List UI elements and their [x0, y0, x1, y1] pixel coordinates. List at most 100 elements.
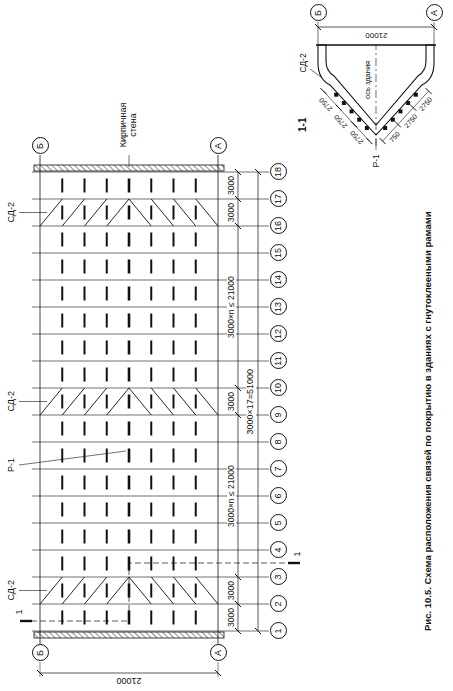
- brace-diagonal: [196, 388, 218, 415]
- purlin-section: [406, 101, 410, 105]
- dimension-text: 3000: [227, 607, 236, 628]
- section-number: 1: [15, 608, 25, 615]
- section-title: 1-1: [297, 117, 308, 133]
- dimension-tick: [395, 121, 401, 127]
- axis-mark: 12: [274, 329, 283, 339]
- brace-diagonal: [107, 199, 129, 226]
- section-number: 1: [293, 550, 303, 557]
- purlin-dash: [150, 341, 152, 355]
- purlin-section: [350, 109, 354, 113]
- purlin-dash: [195, 233, 197, 247]
- dimension-text: 21000: [115, 676, 142, 686]
- purlin-dash: [84, 260, 86, 274]
- purlin-dash: [128, 287, 131, 301]
- dimension-text: 2750: [348, 129, 366, 147]
- axis-mark: 11: [274, 356, 283, 365]
- purlin-dash: [128, 503, 131, 517]
- dimension-line: [258, 172, 259, 631]
- axis-mark: А: [214, 143, 223, 149]
- purlin-dash: [106, 395, 108, 409]
- purlin-dash: [84, 179, 86, 193]
- dimension-tick: [336, 105, 342, 111]
- dimension-text: 3000×17=51000: [246, 368, 256, 436]
- dimension-tick: [320, 88, 326, 94]
- leader-line: [19, 401, 47, 402]
- purlin-dash: [150, 206, 152, 220]
- leader-line: [310, 69, 321, 77]
- axis-bubble: 8: [270, 434, 287, 451]
- axis-bubble: 18: [270, 164, 287, 181]
- dimension-text: 3000: [227, 580, 236, 601]
- dimension-tick: [235, 628, 241, 634]
- purlin-dash: [173, 476, 175, 490]
- purlin-dash: [84, 422, 86, 436]
- purlin-dash: [61, 341, 63, 355]
- axis-mark: Б: [36, 650, 45, 656]
- frame-axis-line: [32, 550, 269, 551]
- purlin-dash: [195, 206, 197, 220]
- purlin-dash: [173, 368, 175, 382]
- axis-bubble: А: [426, 5, 443, 22]
- axis-bubble: 7: [270, 461, 287, 478]
- dimension-tick: [235, 601, 241, 607]
- purlin-dash: [106, 530, 108, 544]
- dimension-tick: [235, 223, 241, 229]
- purlin-dash: [150, 179, 152, 193]
- purlin-dash: [128, 395, 131, 409]
- axis-bubble: Б: [32, 138, 49, 155]
- axis-line: [434, 22, 435, 45]
- brace-diagonal: [107, 577, 129, 604]
- purlin-dash: [106, 314, 108, 328]
- axis-mark: 3: [274, 575, 283, 580]
- brace-diagonal: [107, 388, 129, 415]
- purlin-dash: [106, 503, 108, 517]
- section-mark: [288, 562, 300, 564]
- section-mark: [20, 620, 32, 622]
- brace-mark: СД-2: [299, 52, 308, 73]
- axis-mark: А: [214, 650, 223, 656]
- dimension-text: 3000: [227, 175, 236, 196]
- purlin-section: [365, 126, 369, 130]
- purlin-dash: [61, 449, 63, 463]
- purlin-dash: [106, 476, 108, 490]
- purlin-dash: [106, 179, 108, 193]
- axis-mark: 10: [274, 383, 283, 393]
- dimension-text: 2750: [417, 95, 435, 113]
- purlin-section: [357, 118, 361, 122]
- purlin-dash: [106, 368, 108, 382]
- purlin-dash: [128, 422, 131, 436]
- axis-mark: Б: [36, 143, 45, 149]
- frame-axis-line: [32, 253, 269, 254]
- purlin-dash: [61, 287, 63, 301]
- purlin-dash: [150, 233, 152, 247]
- brace-mark: СД-2: [7, 390, 17, 412]
- purlin-dash: [150, 260, 152, 274]
- brace-diagonal: [62, 388, 84, 415]
- axis-bubble: 10: [270, 380, 287, 397]
- purlin-dash: [106, 206, 108, 220]
- leader-line: [376, 139, 377, 150]
- dimension-tick: [235, 169, 241, 175]
- axis-mark: 2: [274, 602, 283, 607]
- section-cut-line: [22, 563, 298, 621]
- purlin-dash: [61, 611, 63, 625]
- axis-bubble: 4: [270, 542, 287, 559]
- purlin-dash: [173, 314, 175, 328]
- purlin-dash: [128, 530, 131, 544]
- dimension-tick: [431, 24, 437, 30]
- axis-mark: 18: [274, 167, 283, 177]
- dimension-tick: [235, 385, 241, 391]
- axis-line: [318, 22, 319, 45]
- purlin-dash: [173, 530, 175, 544]
- axis-bubble: Б: [310, 5, 327, 22]
- purlin-dash: [195, 260, 197, 274]
- purlin-dash: [84, 557, 86, 571]
- purlin-dash: [173, 449, 175, 463]
- purlin-dash: [150, 368, 152, 382]
- frame-axis-line: [32, 577, 269, 578]
- purlin-dash: [173, 395, 175, 409]
- leader-line: [19, 590, 47, 591]
- purlin-dash: [195, 368, 197, 382]
- purlin-dash: [61, 395, 63, 409]
